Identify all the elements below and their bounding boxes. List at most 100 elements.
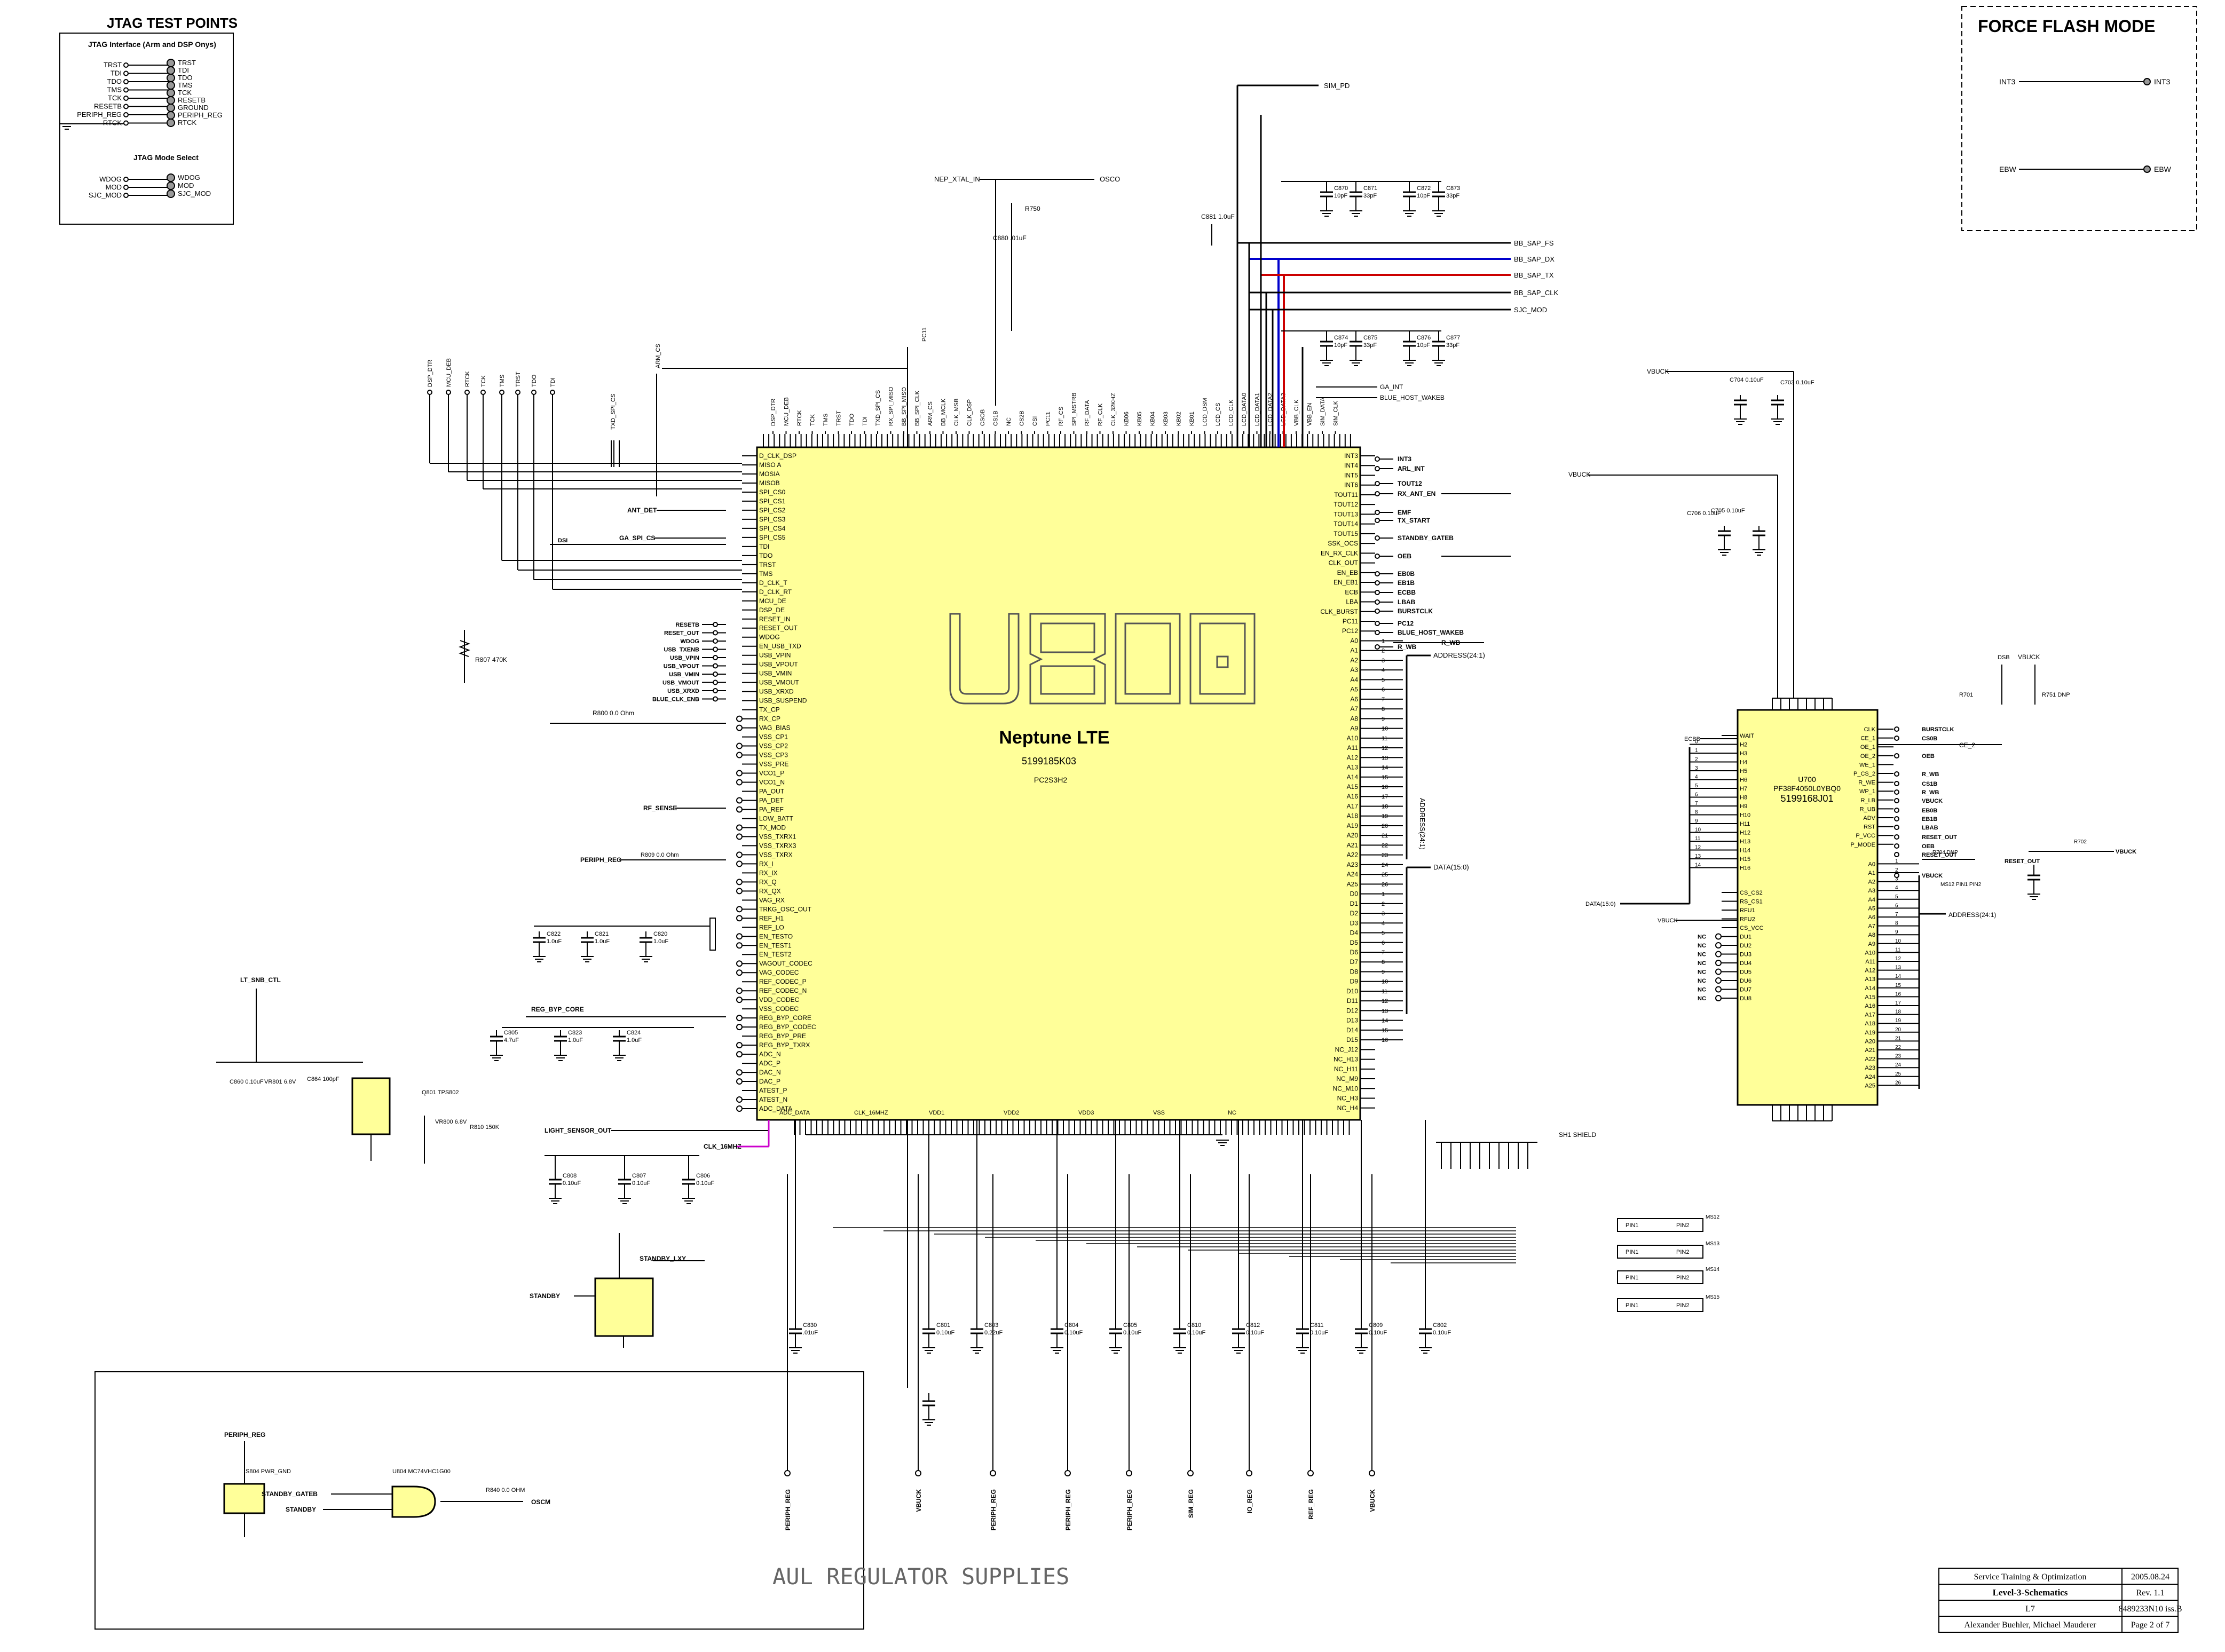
ms-pin2-label: PIN2 [1676,1222,1689,1229]
testpoint-small-icon [1894,816,1899,821]
u700-chip: U700 PF38F4050L0YBQ0 5199168J01 WAITH20H… [1690,698,1919,1121]
capacitor-value: 0.10uF [563,1180,581,1187]
u800-top-signal: ARM_CS [927,401,934,426]
bus-bit-label: 11 [1695,836,1701,842]
u800-bottom-signal: VDD1 [929,1110,944,1116]
connector-pad-icon [427,390,432,395]
cap-c705: C705 0.10uF [1711,508,1745,514]
testpoint-small-icon [713,696,718,702]
u800-left-pin-name: EN_TEST1 [759,942,792,949]
rail-label: PERIPH_REG [1064,1489,1072,1530]
u800-left-pin-name: VSS_CP1 [759,733,788,741]
bottom-s804-body [223,1483,265,1514]
bus-bit-label: 2 [1895,867,1898,873]
rail-label: REF_REG [1307,1489,1315,1520]
tb-doc-type: Level-3-Schematics [1993,1587,2068,1598]
address-data-bus: ADDRESS(24:1) DATA(15:0) ADDRESS(24:1) [1406,651,1485,1014]
capacitor-refdes: C803 [984,1322,998,1329]
u700-left-pin-name: RFU2 [1740,916,1755,923]
jtag-net-label: TMS [499,375,506,387]
u800-left-pin-name: RX_I [759,860,774,867]
u700-left-pin-name: H6 [1740,777,1747,784]
ms-refdes: MS15 [1706,1294,1720,1300]
bus-bit-label: 7 [1695,801,1698,807]
nc-pad-icon [736,770,743,777]
jtag-net-label: TRST [515,371,522,387]
bus-bit-label: 24 [1895,1062,1901,1068]
u700-right-pin-name: A22 [1865,1056,1875,1063]
ms-pin1-label: PIN1 [1626,1249,1638,1255]
bus-bit-label: 4 [1695,774,1698,780]
u800-top-signal: MCU_DEB [784,397,790,426]
u700-nets: BURSTCLKCS0BOEBR_WBCS1BR_WBVBUCKEB0BEB1B… [1894,726,2136,900]
testpoint-small-icon [1375,608,1380,614]
capacitor-value: 10pF [1334,342,1347,349]
u700-right-net-label: LBAB [1922,825,1938,831]
u700-right-pin-name: A15 [1865,994,1875,1000]
u700-right-pin-name: P_MODE [1851,842,1875,848]
u700-right-net-label: RESET_OUT [1922,834,1957,841]
u800-top-signal: CS1B [993,410,999,426]
left-net-label: WDOG [681,638,699,645]
usb-nets: RESETBRESET_OUTWDOGUSB_TXENBUSB_VPINUSB_… [550,538,726,703]
testpoint-small-icon [713,622,718,627]
nc-pad-icon [1715,942,1722,948]
arm-cs-label: ARM_CS [655,344,661,368]
net-nep-xtal-in: NEP_XTAL_IN [934,175,980,183]
u700-right-pin-name: R_WE [1858,780,1875,786]
ground-icon [1173,1347,1186,1354]
nc-pad-icon [736,1096,743,1103]
u700-top-pins [1772,698,1833,710]
u800-top-signal: SPI_MSTRB [1071,393,1078,426]
u800-left-pin-name: EN_TESTO [759,932,793,940]
bus-bit-label: 2 [1695,757,1698,763]
nc-pad-icon [736,933,743,940]
u700-left-pin-name: H10 [1740,812,1750,819]
capacitor-refdes: C877 [1446,335,1460,341]
ms-refdes: MS12 [1706,1214,1720,1220]
u800-right-pin-name: SSK_OCS [1328,540,1358,547]
u800-left-pin-name: SPI_CS0 [759,488,786,496]
net-bb-sap-clk: BB_SAP_CLK [1514,289,1558,297]
u800-left-pin-name: REF_H1 [759,914,784,922]
capacitor-refdes: C823 [568,1030,582,1036]
ground-icon [1320,360,1333,366]
u700-left-pin-name: DU5 [1740,969,1751,976]
u700-right-pin-name: RST [1864,824,1875,831]
top-right-nets: BB_SAP_FS BB_SAP_DX BB_SAP_TX BB_SAP_CLK… [1236,82,1784,556]
u700-right-pin-name: CLK [1864,726,1876,733]
u800-right-pin-name: A8 [1350,715,1358,722]
u800-left-pin-name: DAC_N [759,1069,781,1076]
capacitor-value: 1.0uF [547,938,562,945]
transistor-q801: Q801 TPS802 [422,1089,459,1096]
res-r807: R807 470K [475,656,507,663]
connector-pad-icon [480,390,486,395]
jtag-net-label: RTCK [464,371,471,387]
nc-pad-icon [736,1042,743,1049]
u700-right-pin-name: A25 [1865,1082,1875,1089]
testpoint-small-icon [1375,644,1380,650]
u800-right-pin-name: A16 [1347,793,1359,800]
net-vbuck-u700-left: VBUCK [1658,918,1678,924]
u700-refdes: U700 [1798,775,1816,784]
u800-left-pin-name: TX_MOD [759,824,786,831]
capacitor-value: 1.0uF [627,1037,642,1044]
u700-left-pin-name: H8 [1740,795,1747,801]
nc-pad-icon [736,851,743,858]
u800-left-pin-name: ADC_N [759,1050,781,1058]
testpoint-small-icon [1894,726,1899,732]
u800-top-signal: LCD_DATA0 [1241,393,1248,426]
nc-pad-icon [736,879,743,886]
ground-icon [1771,418,1784,425]
left-net-label: USB_VPOUT [664,663,700,670]
nc-pad-icon [736,752,743,758]
u700-left-pin-name: H15 [1740,856,1750,863]
u700-reset-capacitor [2027,865,2040,900]
capacitor-refdes: C805 [504,1030,518,1036]
testpoint-small-icon [1375,456,1380,462]
nc-pad-icon [736,969,743,976]
net-rf-sense: RF_SENSE [643,804,677,812]
